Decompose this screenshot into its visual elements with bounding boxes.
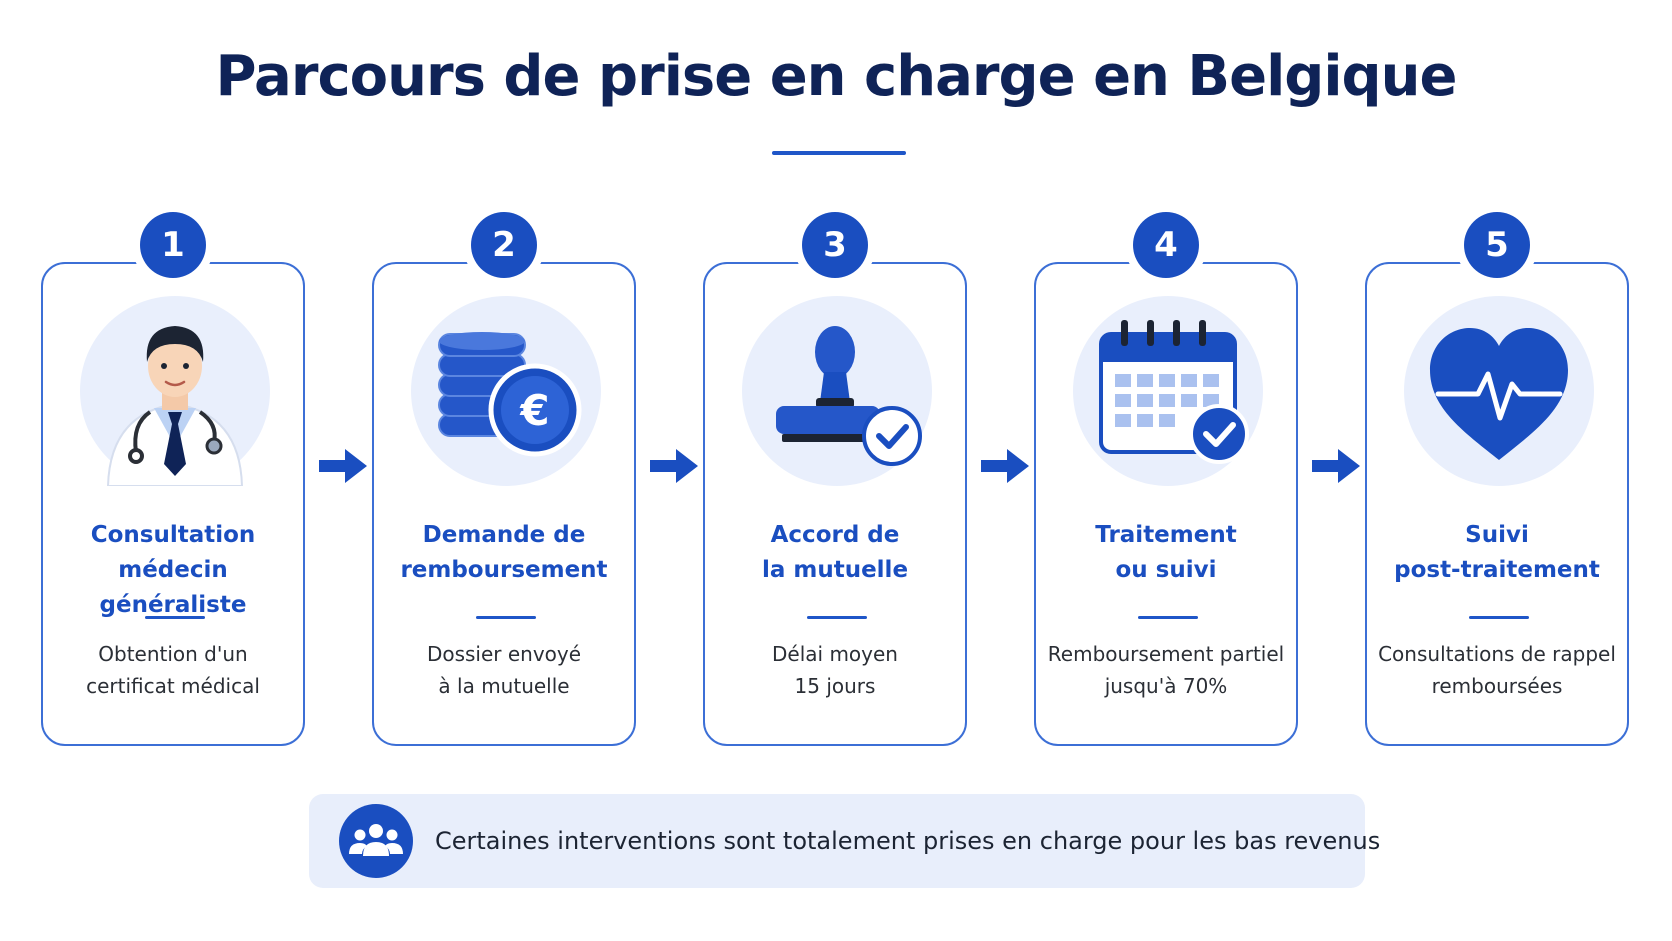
step-number-badge-5: 5	[1464, 212, 1530, 278]
doctor-icon	[80, 296, 270, 486]
step-description: Consultations de rappel remboursées	[1371, 638, 1623, 702]
step-title: Suivi post-traitement	[1373, 518, 1621, 588]
stamp-approval-icon	[742, 296, 932, 486]
step-card-2: € Demande de remboursement Dossier envoy…	[372, 262, 636, 746]
step-card-1: Consultation médecin généraliste Obtenti…	[41, 262, 305, 746]
step-desc-line: Consultations de rappel	[1378, 642, 1616, 666]
step-title-line: ou suivi	[1115, 557, 1217, 583]
step-title-line: Accord de	[770, 522, 900, 548]
info-banner: Certaines interventions sont totalement …	[309, 794, 1380, 888]
euro-coins-icon: €	[411, 296, 601, 486]
step-title-line: Demande de	[422, 522, 586, 548]
calendar-check-icon	[1073, 296, 1263, 486]
arrow-right-icon	[1312, 449, 1360, 483]
step-desc-line: 15 jours	[794, 674, 876, 698]
step-title: Demande de remboursement	[380, 518, 628, 588]
step-desc-line: certificat médical	[86, 674, 260, 698]
step-desc-line: jusqu'à 70%	[1104, 674, 1228, 698]
step-title-line: médecin généraliste	[99, 557, 247, 618]
step-description: Dossier envoyé à la mutuelle	[378, 638, 630, 702]
step-description: Délai moyen 15 jours	[709, 638, 961, 702]
heart-pulse-icon	[1404, 296, 1594, 486]
title-underline	[772, 151, 906, 155]
step-title-line: Suivi	[1465, 522, 1529, 548]
svg-text:€: €	[519, 386, 549, 435]
step-title: Traitement ou suivi	[1042, 518, 1290, 588]
step-description: Remboursement partiel jusqu'à 70%	[1040, 638, 1292, 702]
step-title-line: la mutuelle	[761, 557, 909, 583]
step-title-line: Traitement	[1095, 522, 1237, 548]
page-title: Parcours de prise en charge en Belgique	[215, 44, 1458, 109]
step-title-line: remboursement	[400, 557, 608, 583]
step-divider	[476, 616, 536, 619]
step-card-5: Suivi post-traitement Consultations de r…	[1365, 262, 1629, 746]
step-title: Accord de la mutuelle	[711, 518, 959, 588]
step-desc-line: Délai moyen	[772, 642, 898, 666]
step-desc-line: Dossier envoyé	[426, 642, 582, 666]
step-number-badge-4: 4	[1133, 212, 1199, 278]
group-people-icon	[339, 804, 413, 878]
step-number-badge-3: 3	[802, 212, 868, 278]
step-card-4: Traitement ou suivi Remboursement partie…	[1034, 262, 1298, 746]
arrow-right-icon	[650, 449, 698, 483]
step-desc-line: Obtention d'un	[98, 642, 248, 666]
step-desc-line: à la mutuelle	[438, 674, 570, 698]
step-divider	[145, 616, 205, 619]
arrow-right-icon	[319, 449, 367, 483]
step-number-badge-1: 1	[140, 212, 206, 278]
info-banner-text: Certaines interventions sont totalement …	[435, 827, 1381, 855]
step-description: Obtention d'un certificat médical	[47, 638, 299, 702]
step-title: Consultation médecin généraliste	[49, 518, 297, 623]
step-title-line: Consultation	[90, 522, 256, 548]
step-divider	[1138, 616, 1198, 619]
step-desc-line: remboursées	[1431, 674, 1563, 698]
arrow-right-icon	[981, 449, 1029, 483]
step-card-3: Accord de la mutuelle Délai moyen 15 jou…	[703, 262, 967, 746]
step-divider	[1469, 616, 1529, 619]
step-title-line: post-traitement	[1394, 557, 1600, 583]
step-desc-line: Remboursement partiel	[1047, 642, 1285, 666]
step-number-badge-2: 2	[471, 212, 537, 278]
step-divider	[807, 616, 867, 619]
